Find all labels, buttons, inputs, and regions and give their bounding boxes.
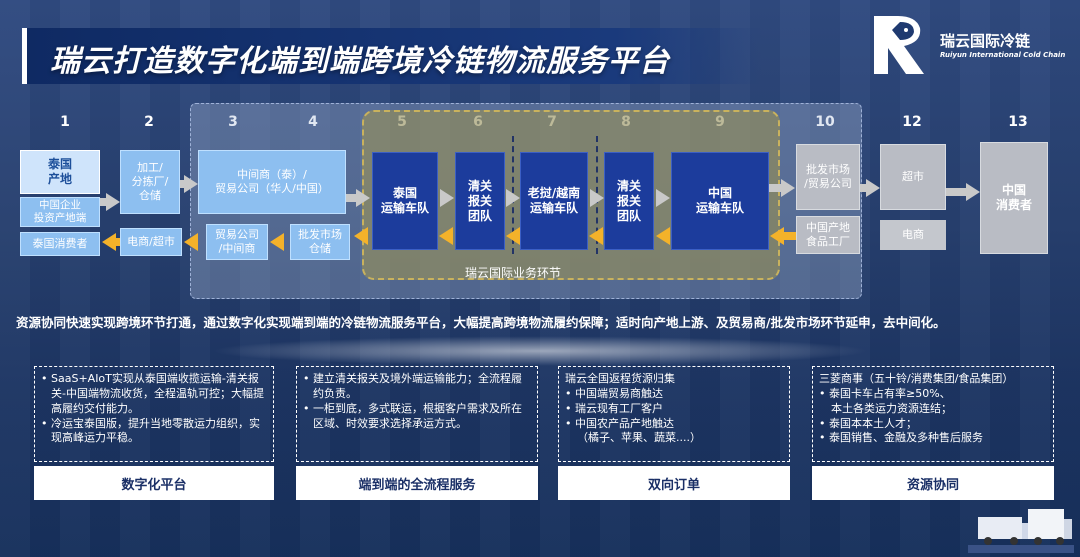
ops-label: 瑞云国际业务环节 bbox=[465, 266, 562, 280]
processing-box: 加工/ 分拣厂/ 仓储 bbox=[120, 150, 180, 214]
panel-item: 瑞云现有工厂客户 bbox=[565, 402, 783, 417]
thai-fleet-box: 泰国 运输车队 bbox=[372, 152, 438, 250]
flow-arrow bbox=[180, 180, 186, 188]
panel-item: 冷运宝泰国版，提升当地零散运力组织，实现高峰运力平稳。 bbox=[41, 417, 267, 447]
glow-divider bbox=[210, 336, 870, 366]
panel-heading: 三菱商事（五十铃/消费集团/食品集团） bbox=[819, 372, 1014, 385]
digital-platform-panel: SaaS+AIoT实现从泰国端收揽运输-清关报关-中国端物流收货，全程温轨可控；… bbox=[34, 366, 274, 462]
cn-factory-box: 中国产地 食品工厂 bbox=[796, 216, 860, 254]
return-flow-arrow bbox=[114, 238, 120, 246]
return-flow-arrow bbox=[656, 227, 670, 245]
panel-item: 中国端贸易商触达 bbox=[565, 387, 783, 402]
laos-vietnam-fleet-box: 老挝/越南 运输车队 bbox=[520, 152, 588, 250]
cn-ecommerce-box: 电商 bbox=[880, 220, 946, 250]
china-consumer-box: 中国 消费者 bbox=[980, 142, 1048, 254]
summary-text: 资源协同快速实现跨境环节打通，通过数字化实现端到端的冷链物流服务平台，大幅提高跨… bbox=[16, 315, 946, 330]
panel-item: 一柜到底，多式联运，根据客户需求及所在区域、时效要求选择承运方式。 bbox=[303, 402, 531, 432]
tab-two-way-orders[interactable]: 双向订单 bbox=[558, 466, 790, 500]
panel-heading: 瑞云全国返程货源归集 bbox=[565, 372, 675, 385]
flow-arrow bbox=[946, 188, 968, 196]
panel-item: 中国农产品产地触达 bbox=[565, 417, 783, 432]
panel-item: 建立清关报关及境外端运输能力；全流程履约负责。 bbox=[303, 372, 531, 402]
customs-team-box: 清关 报关 团队 bbox=[604, 152, 654, 250]
step-number: 12 bbox=[902, 114, 922, 130]
return-flow-arrow bbox=[270, 233, 284, 251]
panel-subtext: （橘子、苹果、蔬菜....） bbox=[577, 431, 701, 445]
middleman-box: 中间商（泰）/ 贸易公司（华人/中国） bbox=[198, 150, 346, 214]
step-number: 2 bbox=[144, 114, 154, 130]
return-flow-arrow bbox=[439, 227, 453, 245]
panel-item: 泰国销售、金融及多种售后服务 bbox=[819, 431, 1047, 446]
flow-arrow bbox=[860, 184, 868, 192]
flow-arrow bbox=[184, 175, 198, 193]
title-banner bbox=[22, 28, 762, 84]
wholesale-warehouse-box: 批发市场 仓储 bbox=[290, 224, 350, 260]
wholesale-cn-box: 批发市场 /贸易公司 bbox=[796, 144, 860, 210]
flow-arrow bbox=[100, 198, 108, 206]
page-title: 瑞云打造数字化端到端跨境冷链物流服务平台 bbox=[50, 44, 670, 79]
step-number: 4 bbox=[308, 114, 318, 130]
customs-team-box: 清关 报关 团队 bbox=[455, 152, 505, 250]
return-flow-arrow bbox=[782, 232, 796, 240]
panel-item: SaaS+AIoT实现从泰国端收揽运输-清关报关-中国端物流收货，全程温轨可控；… bbox=[41, 372, 267, 417]
flow-arrow bbox=[506, 189, 520, 207]
thai-origin-box: 泰国 产地 bbox=[20, 150, 100, 194]
ecommerce-box: 电商/超市 bbox=[120, 228, 182, 256]
return-flow-arrow bbox=[354, 227, 368, 245]
tab-resource-synergy[interactable]: 资源协同 bbox=[812, 466, 1054, 500]
return-flow-arrow bbox=[506, 227, 520, 245]
flow-arrow bbox=[656, 189, 670, 207]
brand-name: 瑞云国际冷链 bbox=[940, 32, 1031, 50]
end-to-end-panel: 建立清关报关及境外端运输能力；全流程履约负责。 一柜到底，多式联运，根据客户需求… bbox=[296, 366, 538, 462]
return-flow-arrow bbox=[102, 233, 116, 251]
two-way-orders-panel: 瑞云全国返程货源归集 中国端贸易商触达 瑞云现有工厂客户 中国农产品产地触达 （… bbox=[558, 366, 790, 462]
flow-arrow bbox=[866, 179, 880, 197]
return-flow-arrow bbox=[770, 227, 784, 245]
thai-consumer-box: 泰国消费者 bbox=[20, 232, 100, 256]
flow-arrow bbox=[346, 194, 358, 202]
truck-fleet-icon bbox=[968, 509, 1074, 553]
flow-arrow bbox=[356, 189, 370, 207]
china-fleet-box: 中国 运输车队 bbox=[671, 152, 769, 250]
brand-logo-icon bbox=[874, 16, 924, 74]
step-number: 10 bbox=[815, 114, 835, 130]
trade-company-box: 贸易公司 /中间商 bbox=[206, 224, 268, 260]
supermarket-box: 超市 bbox=[880, 144, 946, 210]
step-number: 13 bbox=[1008, 114, 1028, 130]
flow-arrow bbox=[966, 183, 980, 201]
tab-end-to-end-service[interactable]: 端到端的全流程服务 bbox=[296, 466, 538, 500]
tab-digital-platform[interactable]: 数字化平台 bbox=[34, 466, 274, 500]
cn-investors-box: 中国企业 投资产地端 bbox=[20, 197, 100, 227]
flow-arrow bbox=[769, 184, 783, 192]
flow-arrow bbox=[440, 189, 454, 207]
step-number: 1 bbox=[60, 114, 70, 130]
panel-item: 泰国卡车占有率≥50%、 bbox=[819, 387, 1047, 402]
return-flow-arrow bbox=[184, 233, 198, 251]
brand-name-en: Ruiyun International Cold Chain bbox=[940, 51, 1066, 59]
step-number: 3 bbox=[228, 114, 238, 130]
panel-item: 泰国本本土人才； bbox=[819, 417, 1047, 432]
resource-synergy-panel: 三菱商事（五十铃/消费集团/食品集团） 泰国卡车占有率≥50%、 本土各类运力资… bbox=[812, 366, 1054, 462]
panel-subtext: 本土各类运力资源连结； bbox=[831, 401, 952, 415]
flow-arrow bbox=[781, 179, 795, 197]
flow-arrow bbox=[106, 193, 120, 211]
return-flow-arrow bbox=[589, 227, 603, 245]
flow-arrow bbox=[590, 189, 604, 207]
